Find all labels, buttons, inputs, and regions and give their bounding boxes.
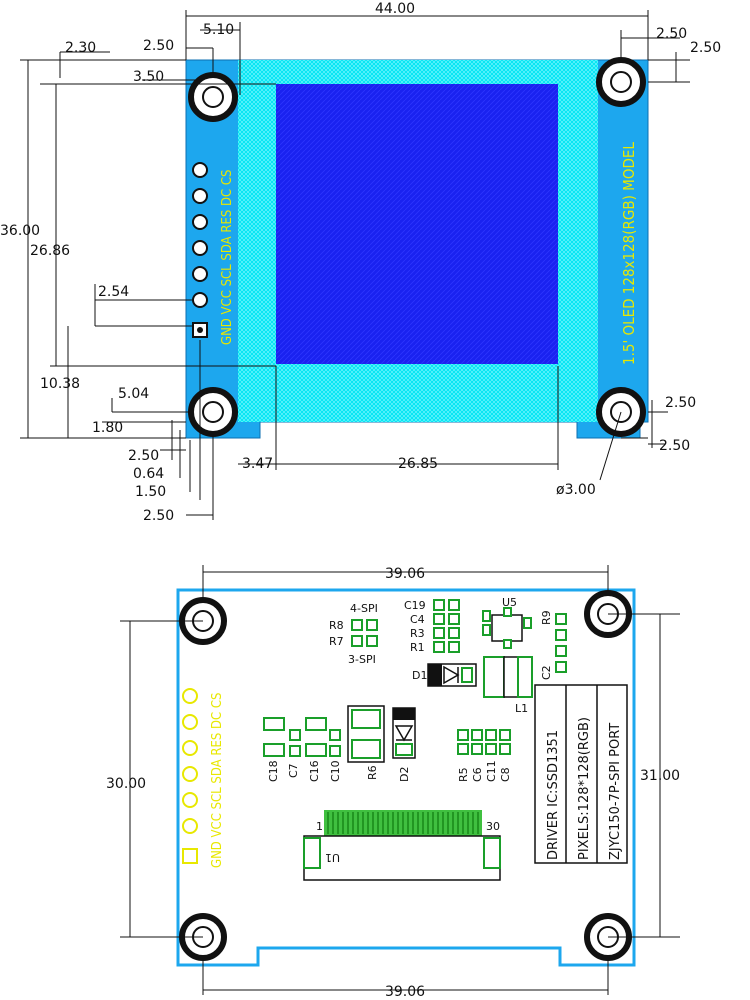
info-line-port: ZJYC150-7P-SPI PORT [608,723,623,860]
top-model-text: 1.5' OLED 128x128(RGB) MODEL [620,142,638,365]
bottom-dim-lines [120,565,680,995]
top-hole-tl [188,72,238,122]
bottom-pin-row [182,688,198,864]
top-pin-labels: GND VCC SCL SDA RES DC CS [220,170,235,345]
r6-footprint [347,705,385,763]
bottom-pin-labels: GND VCC SCL SDA RES DC CS [210,693,225,868]
r9-c2-pads [555,613,567,673]
fpc-connector [303,810,501,881]
ref-r8: R8 [329,619,344,632]
ref-c10: C10 [329,760,342,782]
ref-c7: C7 [287,763,300,778]
ref-r3: R3 [410,627,425,640]
fpc-pin-last: 30 [486,820,500,833]
label-4spi: 4-SPI [350,602,378,615]
dim-right-hole-x-top: 2.50 [656,26,687,42]
dim-right-hole-y-bottom: 2.50 [659,438,690,454]
ref-c8: C8 [499,767,512,782]
ref-l1: L1 [515,702,528,715]
top-hole-bl [188,387,238,437]
dim-top-margin: 2.30 [65,40,96,56]
ref-c6: C6 [471,767,484,782]
d2-footprint [392,707,416,759]
ref-c19: C19 [404,599,426,612]
dim-pin-offset: 1.50 [135,484,166,500]
dim-height-right: 31.00 [640,768,680,784]
dim-right-hole-y-top: 2.50 [690,40,721,56]
dim-active-width: 26.85 [398,456,438,472]
dim-pin-offset-small: 0.64 [133,466,164,482]
ref-c4: C4 [410,613,425,626]
dim-hole-span-top: 39.06 [385,566,425,582]
ref-r6: R6 [366,765,379,780]
dim-active-bottom: 5.04 [118,386,149,402]
r5-c8-pads [457,729,511,755]
ref-c2: C2 [540,665,553,680]
c18-c10-pads [263,717,341,757]
dim-hole-offset-y: 2.50 [143,38,174,54]
dim-pin-edge: 2.50 [143,508,174,524]
ref-d1: D1 [412,669,427,682]
dim-glass-height: 26.86 [30,243,70,259]
info-line-driver: DRIVER IC:SSD1351 [546,730,561,860]
ref-r7: R7 [329,635,344,648]
dim-overall-width: 44.00 [375,1,415,17]
ref-c16: C16 [308,760,321,782]
top-view: GND VCC SCL SDA RES DC CS 1.5' OLED 128x… [0,1,721,524]
ref-d2: D2 [398,767,411,782]
info-block [534,684,628,864]
top-pin-row [192,162,208,338]
dim-hole-span-bottom: 39.06 [385,984,425,1000]
dim-hole-offset-bl: 2.50 [128,448,159,464]
dim-bottom-margin: 1.80 [92,420,123,436]
dim-overall-height: 36.00 [0,223,40,239]
top-dim-lines [20,10,690,520]
ref-c18: C18 [267,760,280,782]
top-hole-tr [596,57,646,107]
dim-hole-diameter: ø3.00 [556,482,596,498]
dim-left-to-active: 3.47 [242,456,273,472]
dim-hole-offset-x: 5.10 [203,22,234,38]
dim-pin-to-bottom: 10.38 [40,376,80,392]
l1-footprint [483,656,533,698]
dim-pin-pitch: 2.54 [98,284,129,300]
fpc-pin-first: 1 [316,820,323,833]
dim-height-left: 30.00 [106,776,146,792]
d1-footprint [427,663,477,687]
info-line-pixels: PIXELS:128*128(RGB) [577,717,592,860]
ref-u5: U5 [502,596,517,609]
ref-r1: R1 [410,641,425,654]
label-3spi: 3-SPI [348,653,376,666]
u5-footprint [482,607,532,649]
ref-c11: C11 [485,760,498,782]
ref-u1: U1 [325,851,340,864]
dim-hole-to-glass: 3.50 [133,69,164,85]
c19-r1-pads [433,599,460,653]
ref-r9: R9 [540,610,553,625]
top-active-area [276,84,558,364]
dim-right-hole-x-bottom: 2.50 [665,395,696,411]
ref-r5: R5 [457,767,470,782]
r7-r8-pads [351,619,378,647]
bottom-view: GND VCC SCL SDA RES DC CS 4-SPI 3-SPI R8… [106,565,680,1000]
